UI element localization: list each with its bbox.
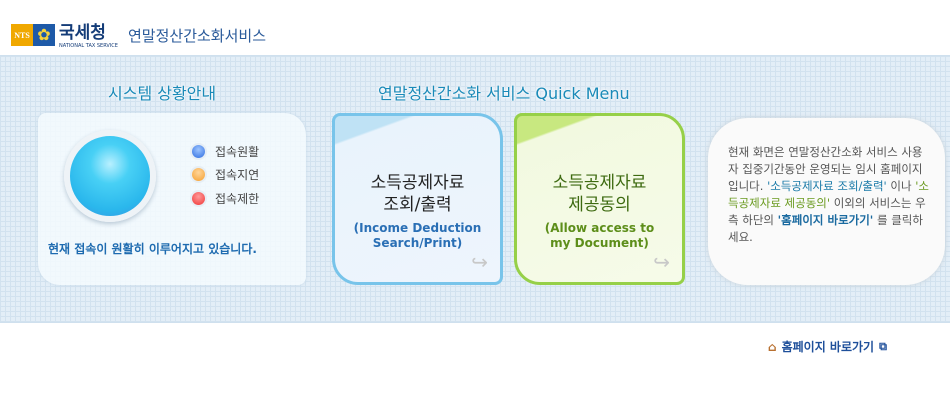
home-icon: ⌂ [768,339,777,354]
external-link-icon: ⧉ [879,339,887,353]
legend-label: 접속제한 [215,192,260,206]
card-title: 소득공제자료 [552,173,647,193]
quick-menu-title: 연말정산간소화 서비스 Quick Menu [378,84,630,103]
status-indicator-light [64,130,156,222]
red-dot-icon [190,190,207,207]
notice-highlight-search: '소득공제자료 조회/출력' [767,179,887,193]
notice-highlight-home: '홈페이지 바로가기' [777,213,874,227]
agency-name-en: NATIONAL TAX SERVICE [59,43,118,49]
service-title: 연말정산간소화서비스 [128,27,267,45]
status-section-title: 시스템 상황안내 [108,84,217,103]
card-subtitle: (Allow access to [544,221,655,235]
arrow-icon: ↪ [653,250,670,274]
legend-item-delay: 접속지연 [190,166,259,183]
card-title: 조회/출력 [383,195,452,215]
homepage-link[interactable]: ⌂ 홈페이지 바로가기 ⧉ [768,338,887,355]
status-message: 현재 접속이 원활히 이루어지고 있습니다. [48,242,257,256]
notice-text: 이외의 서비스는 우측 하단의 [728,196,926,227]
legend-item-good: 접속원활 [190,143,259,160]
legend-label: 접속지연 [215,168,260,182]
notice-text: 이나 [886,179,916,193]
card-subtitle: Search/Print) [372,236,463,250]
arrow-icon: ↪ [471,250,488,274]
agency-name-block: 국세청 NATIONAL TAX SERVICE [59,24,118,49]
notice-bubble: 현재 화면은 연말정산간소화 서비스 사용자 집중기간동안 운영되는 임시 홈페… [708,118,945,285]
orange-dot-icon [190,166,207,183]
notice-text: 현재 화면은 연말정산간소화 서비스 사용자 집중기간동안 운영되는 임시 홈페… [728,145,923,193]
legend-item-limited: 접속제한 [190,190,259,207]
notice-text: 를 클릭하세요. [728,213,923,244]
nts-logo-mark: NTS [11,24,33,46]
nts-logo: NTS ✿ 국세청 NATIONAL TAX SERVICE [11,24,118,49]
card-title: 소득공제자료 [370,173,465,193]
notice-highlight-consent: '소득공제자료 제공동의' [728,179,929,210]
card-title: 제공동의 [568,195,631,215]
blue-dot-icon [190,143,207,160]
flower-emblem-icon: ✿ [33,24,55,46]
agency-name: 국세청 [59,23,106,43]
legend-label: 접속원활 [215,145,260,159]
card-subtitle: (Income Deduction [353,221,482,235]
homepage-link-label: 홈페이지 바로가기 [781,340,875,354]
card-subtitle: my Document) [550,236,649,250]
